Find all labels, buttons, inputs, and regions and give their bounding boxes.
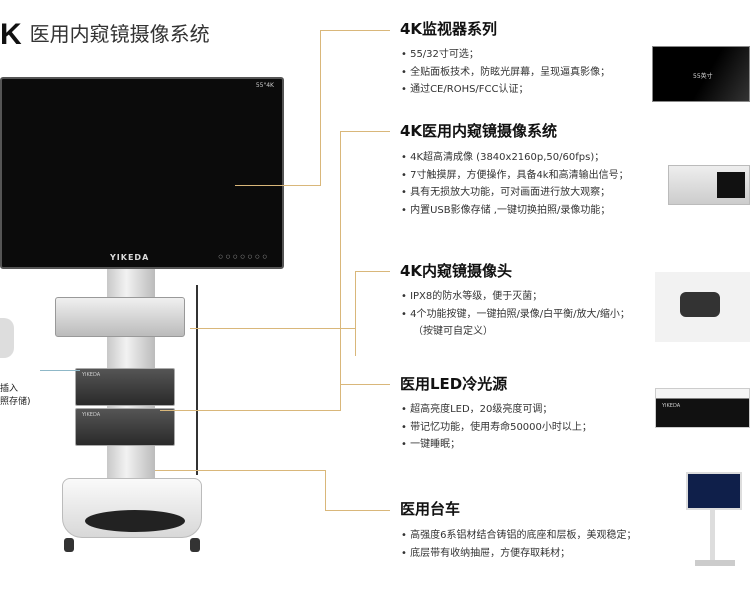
connector-line [160, 410, 340, 411]
connector-line [355, 271, 356, 356]
callout-line [40, 370, 80, 371]
cart-product-base [695, 560, 735, 566]
camera-cable [196, 285, 198, 475]
light-source-unit: YIKEDA [75, 408, 175, 446]
left-callout: 插入照存储) [0, 384, 31, 407]
wheel [64, 538, 74, 552]
section-heading-led-light: 医用LED冷光源 [400, 375, 508, 393]
connector-line [340, 131, 390, 132]
connector-line [235, 185, 321, 186]
cart-shelf [55, 297, 185, 337]
connector-line [155, 470, 325, 471]
connector-line [355, 271, 390, 272]
camera-head-product-image [655, 272, 750, 342]
monitor-image: 55"4K YIKEDA ○○○○○○○ [0, 77, 284, 269]
connector-line [190, 328, 355, 329]
monitor-product-image: 55英寸 [652, 46, 750, 102]
connector-line [320, 30, 390, 31]
connector-line [340, 384, 390, 385]
connector-line [325, 510, 390, 511]
cart-product-monitor [686, 472, 742, 510]
section-heading-monitor: 4K监视器系列 [400, 20, 498, 38]
cart-drawer [85, 510, 185, 532]
connector-line [320, 30, 321, 185]
camera-system-bullets: 4K超高清成像 (3840x2160p,50/60fps)； 7寸触摸屏，方便操… [401, 149, 629, 219]
section-heading-camera-system: 4K医用内窥镜摄像系统 [400, 122, 558, 140]
camera-system-product-image [668, 165, 750, 205]
connector-line [325, 470, 326, 510]
camera-host-unit: YIKEDA [75, 368, 175, 406]
led-light-bullets: 超高亮度LED，20级亮度可调； 带记忆功能，使用寿命50000小时以上； 一键… [401, 401, 592, 454]
cart-bullets: 高强度6系铝材结合铸铝的底座和层板，美观稳定； 底层带有收纳抽屉，方便存取耗材； [401, 527, 636, 562]
cart-product-pole [710, 510, 715, 560]
wheel [190, 538, 200, 552]
section-heading-camera-head: 4K内窥镜摄像头 [400, 262, 513, 280]
camera-head-bullets: IPX8的防水等级，便于灭菌； 4个功能按键，一键拍照/录像/白平衡/放大/缩小… [401, 288, 630, 341]
led-light-product-image: YIKEDA [655, 388, 750, 428]
section-heading-cart: 医用台车 [400, 500, 461, 518]
connector-line [340, 131, 341, 411]
usb-detail-image [0, 318, 14, 358]
monitor-bullets: 55/32寸可选； 全贴面板技术，防眩光屏幕，呈现逼真影像； 通过CE/ROHS… [401, 46, 610, 99]
